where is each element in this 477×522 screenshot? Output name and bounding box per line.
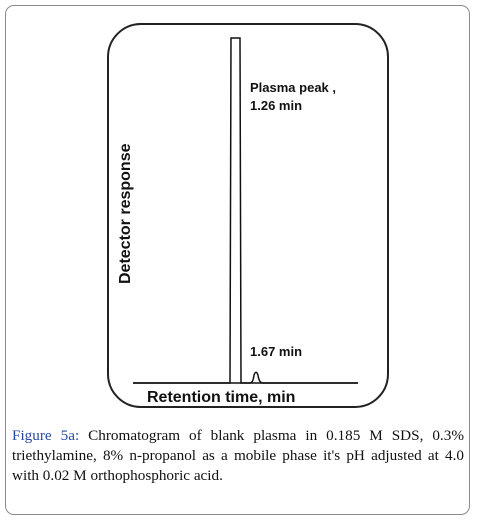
chart-panel [107,23,389,408]
figure-frame [5,5,470,515]
peak-annotation-plasma: Plasma peak , [250,80,336,95]
peak-annotation-time: 1.26 min [250,98,302,113]
y-axis-label: Detector response [117,143,134,284]
figure-caption: Figure 5a: Chromatogram of blank plasma … [12,426,464,486]
x-axis-label: Retention time, min [147,389,295,406]
peak-annotation-minor: 1.67 min [250,344,302,359]
caption-label: Figure 5a: [12,427,80,444]
caption-text: Chromatogram of blank plasma in 0.185 M … [12,427,464,484]
chromatogram-trace [133,37,358,384]
